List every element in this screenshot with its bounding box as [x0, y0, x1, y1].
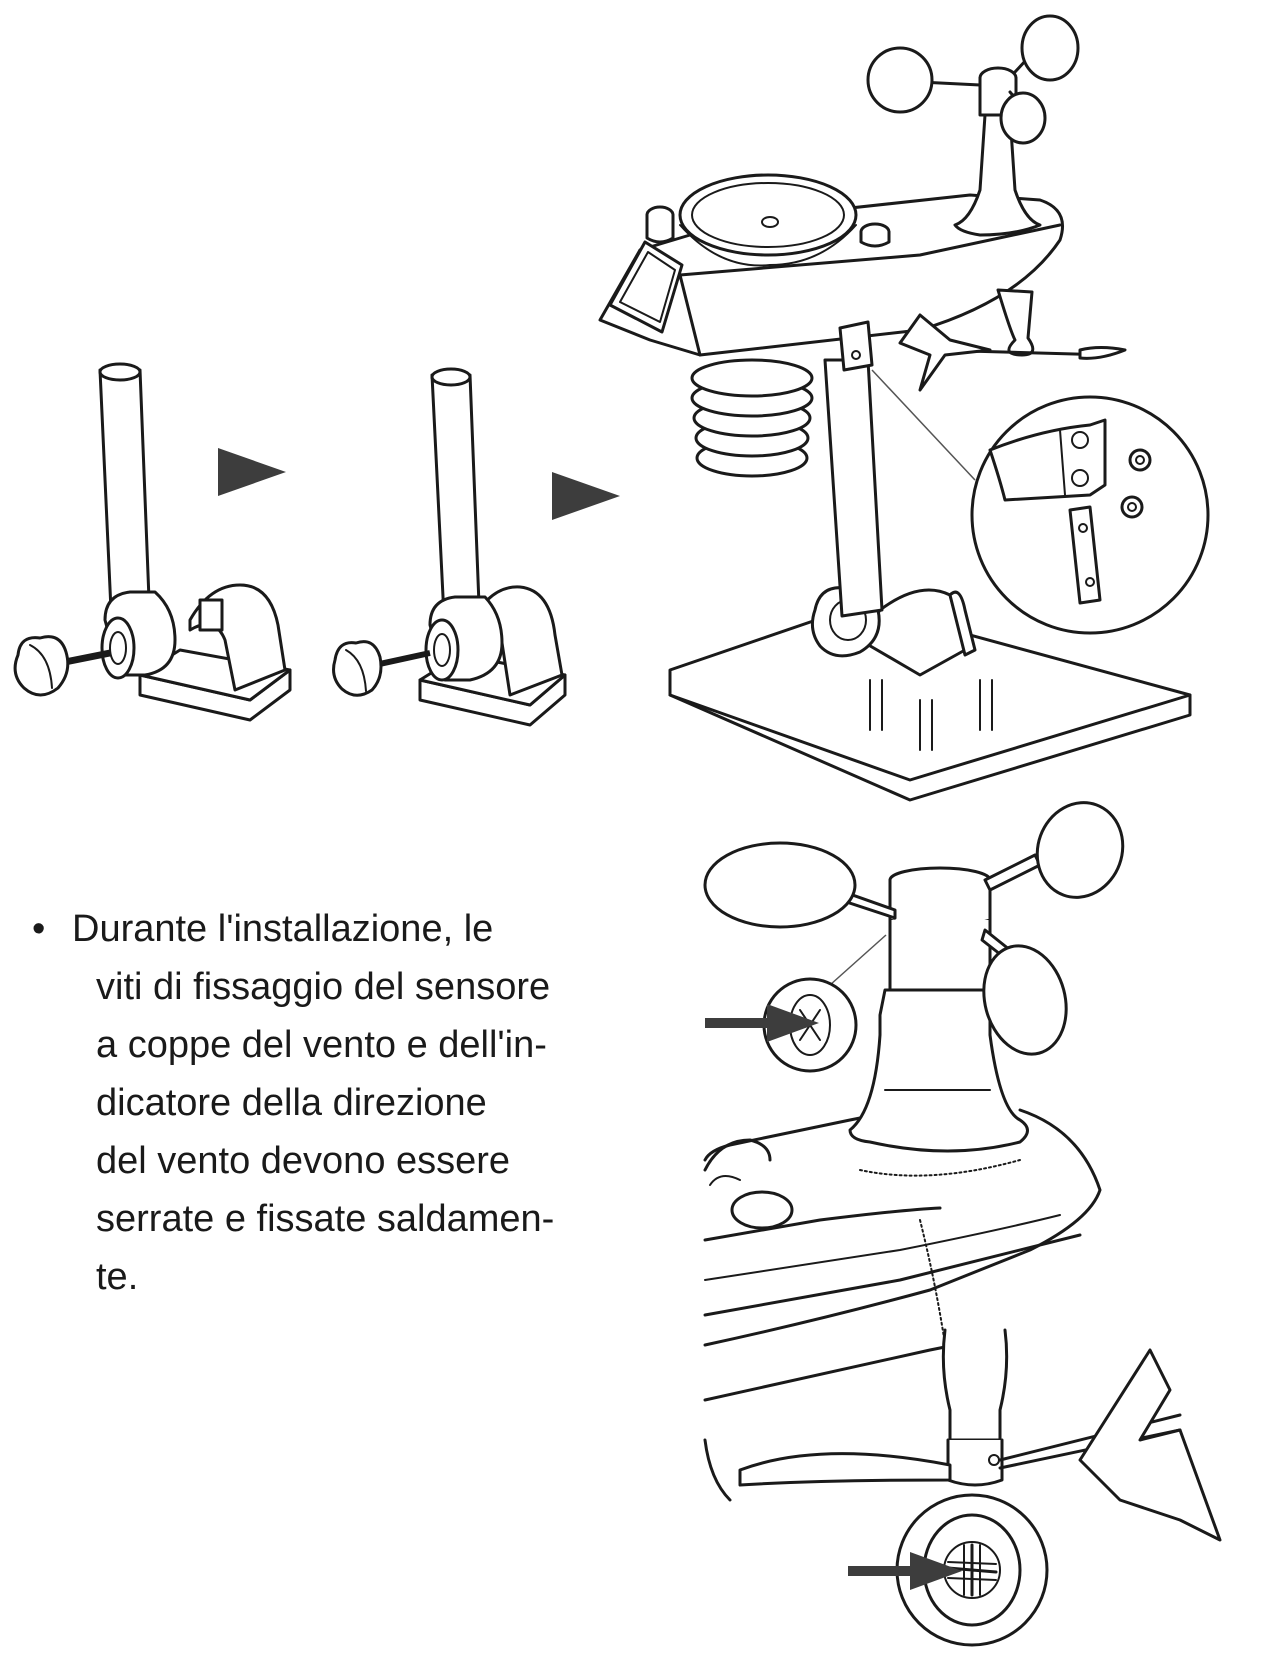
instruction-line: viti di fissaggio del sensore [96, 966, 551, 1008]
step-arrow-icon [552, 472, 620, 520]
sensor-closeup-illustration [703, 801, 1222, 1647]
mount-step-2-illustration [332, 367, 567, 727]
mount-step-1-illustration [13, 362, 292, 722]
bullet-marker: • [32, 908, 46, 950]
pointer-arrow-icon [848, 1552, 962, 1590]
instruction-line: te. [96, 1256, 139, 1298]
instruction-line: Durante l'installazione, le [72, 908, 494, 950]
pointer-arrow-icon [705, 1004, 819, 1042]
instruction-line: del vento devono essere [96, 1140, 511, 1182]
instruction-line: a coppe del vento e dell'in- [96, 1024, 547, 1066]
weather-station-assembled-illustration [598, 14, 1210, 802]
instruction-bullet-item: • Durante l'installazione, le viti di fi… [16, 900, 576, 1306]
instruction-line: dicatore della direzione [96, 1082, 487, 1124]
instruction-line: serrate e fissate saldamen- [96, 1198, 555, 1240]
installation-instruction: • Durante l'installazione, le viti di fi… [16, 900, 576, 1306]
step-arrow-icon [218, 448, 286, 496]
screw-icon [1120, 448, 1152, 519]
